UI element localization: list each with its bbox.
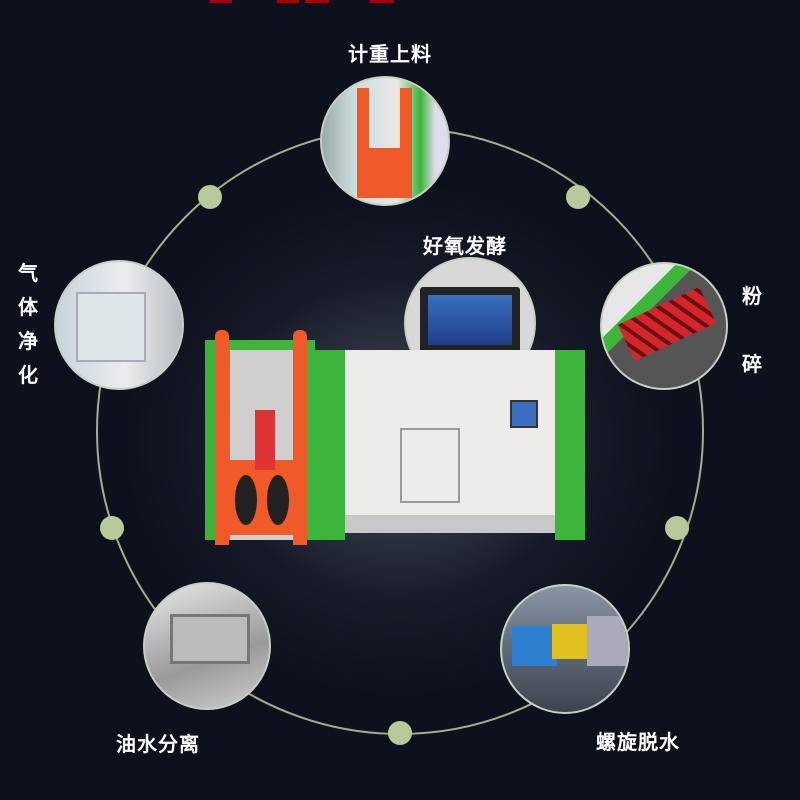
top-decor <box>210 0 232 3</box>
ring-dot <box>198 185 222 209</box>
photo-spiral-dewatering <box>500 584 630 714</box>
label-aerobic-fermentation: 好氧发酵 <box>423 234 507 258</box>
top-decor <box>305 0 329 3</box>
photo-oil-water-separation <box>143 582 271 710</box>
top-decor <box>277 0 299 3</box>
photo-crushing <box>600 262 728 390</box>
photo-gas-purification <box>54 260 184 390</box>
ring-dot <box>665 516 689 540</box>
top-decor <box>370 0 394 3</box>
label-weighing-feeding: 计重上料 <box>348 42 432 66</box>
label-spiral-dewatering: 螺旋脱水 <box>596 730 680 754</box>
ring-dot <box>100 516 124 540</box>
label-oil-water-separation: 油水分离 <box>116 732 200 756</box>
food-waste-processor <box>205 330 585 545</box>
label-gas-purification: 气体净化 <box>18 261 38 387</box>
ring-dot <box>566 185 590 209</box>
label-crushing: 粉碎 <box>742 284 762 376</box>
ring-dot <box>388 721 412 745</box>
photo-weighing-feeding <box>320 76 450 206</box>
